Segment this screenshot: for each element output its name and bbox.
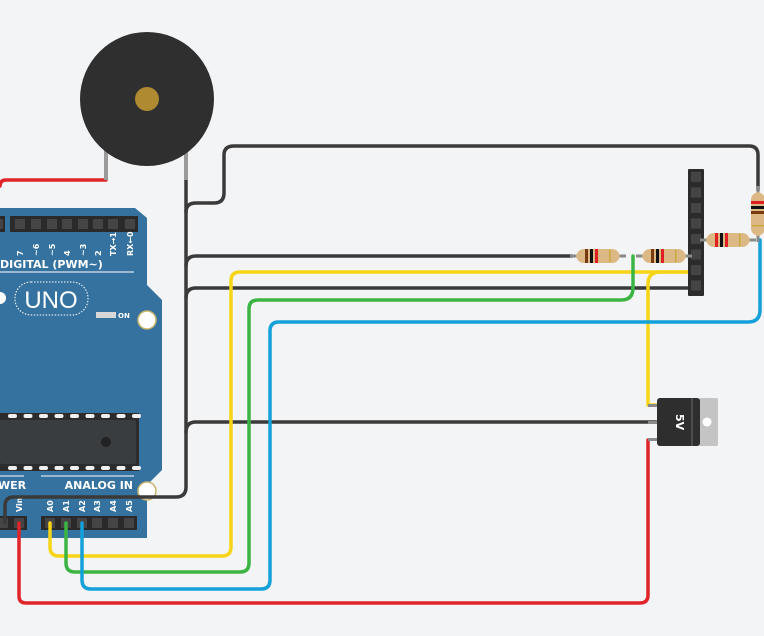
digital-pin-label: 2	[94, 250, 103, 256]
analog-in-label: ANALOG IN	[65, 479, 133, 492]
wire-black-header[interactable]	[184, 286, 692, 300]
resistor[interactable]	[636, 249, 692, 263]
chip-pin	[70, 414, 79, 418]
header-socket[interactable]	[691, 203, 701, 213]
uno-logo: UNO	[24, 287, 77, 314]
wire-black-buzzer-gnd[interactable]	[3, 158, 188, 525]
chip-pin	[116, 414, 126, 418]
vin-label: Vin	[15, 497, 24, 512]
wire-yellow-a0[interactable]	[48, 270, 692, 558]
chip-pin	[116, 466, 126, 470]
analog-pin-label: A3	[93, 500, 102, 512]
power-label: WER	[0, 479, 27, 492]
wire-black-resistor[interactable]	[184, 254, 574, 268]
header-socket[interactable]	[691, 234, 701, 244]
digital-pin[interactable]	[0, 219, 3, 229]
digital-pin[interactable]	[93, 219, 103, 229]
digital-pin[interactable]	[78, 219, 88, 229]
header-socket[interactable]	[691, 187, 701, 198]
wire-black-top[interactable]	[184, 144, 760, 214]
mount-hole	[137, 310, 157, 330]
chip-pin	[8, 414, 17, 418]
chip-pin	[8, 466, 17, 470]
digital-pin[interactable]	[31, 219, 41, 229]
on-label: ON	[118, 312, 130, 320]
wires	[0, 144, 762, 605]
wire-green-a1[interactable]	[64, 254, 635, 574]
chip-pin	[101, 466, 110, 470]
analog-pin[interactable]	[108, 518, 118, 528]
chip-pin	[23, 414, 33, 418]
digital-pin[interactable]	[15, 219, 25, 229]
analog-header[interactable]	[41, 516, 137, 530]
uno-logo-frame	[14, 281, 89, 316]
digital-header[interactable]	[10, 216, 138, 232]
digital-pin-label: ~3	[79, 244, 88, 256]
resistor[interactable]	[700, 233, 756, 247]
digital-pin[interactable]	[47, 219, 57, 229]
chip-pin	[54, 466, 64, 470]
female-header[interactable]	[688, 169, 704, 296]
voltage-regulator[interactable]: 5V	[648, 398, 718, 446]
digital-pin[interactable]	[108, 219, 118, 229]
analog-pin-label: A4	[109, 500, 118, 512]
wire-yellow-regulator[interactable]	[646, 270, 692, 407]
digital-pin-label: 7	[16, 250, 25, 256]
header-socket[interactable]	[691, 249, 701, 260]
chip-pin	[132, 466, 141, 470]
digital-pin-label: ~5	[48, 243, 57, 256]
digital-pin-label: 4	[63, 250, 72, 256]
chip-pin	[39, 414, 48, 418]
regulator-label: 5V	[673, 414, 686, 431]
chip-pin	[23, 466, 33, 470]
wire-black-regulator[interactable]	[184, 420, 658, 434]
digital-pin[interactable]	[62, 219, 72, 229]
digital-pin-label: ~6	[32, 243, 41, 256]
analog-pin-label: A0	[46, 500, 55, 512]
resistor[interactable]	[570, 249, 626, 263]
analog-pin-label: A2	[78, 500, 87, 512]
header-socket[interactable]	[691, 280, 701, 291]
chip-pin	[101, 414, 110, 418]
piezo-buzzer[interactable]	[80, 32, 214, 180]
header-socket[interactable]	[691, 172, 701, 182]
chip-pin	[54, 414, 64, 418]
resistor[interactable]	[751, 186, 764, 242]
chip-pin	[85, 466, 95, 470]
wire-blue-a2[interactable]	[80, 238, 762, 591]
digital-pin-label: RX←0	[126, 231, 135, 256]
chip-pin	[132, 414, 141, 418]
header-socket[interactable]	[691, 265, 701, 275]
chip-pin	[70, 466, 79, 470]
header-socket[interactable]	[691, 218, 701, 229]
chip-pin	[85, 414, 95, 418]
chip-pin	[39, 466, 48, 470]
digital-pin[interactable]	[125, 219, 135, 229]
wire-red-vin-regulator[interactable]	[17, 438, 650, 605]
analog-pin-label: A1	[62, 500, 71, 512]
wire-red-buzzer[interactable]	[0, 158, 108, 188]
digital-pin-label: TX→1	[109, 232, 118, 256]
analog-pin-label: A5	[125, 500, 134, 512]
power-led	[96, 312, 116, 318]
analog-pin[interactable]	[124, 518, 134, 528]
analog-pin[interactable]	[92, 518, 102, 528]
digital-label: DIGITAL (PWM~)	[0, 258, 103, 271]
